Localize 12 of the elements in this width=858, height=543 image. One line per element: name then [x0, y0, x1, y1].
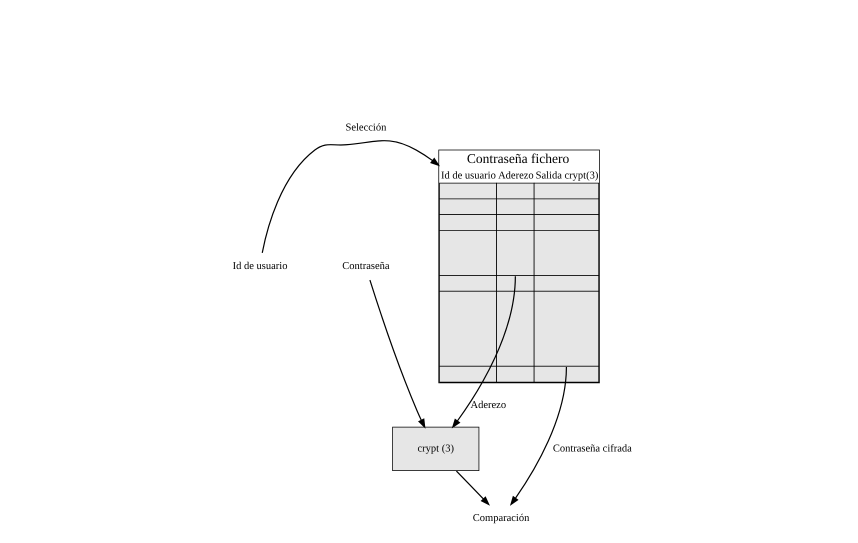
- node-text: Comparación: [472, 512, 530, 524]
- node-box: crypt (3): [392, 426, 480, 472]
- arrow: [510, 367, 568, 506]
- arrow: [262, 140, 440, 254]
- edge-label: Contraseña cifrada: [552, 444, 632, 455]
- arrow: [456, 470, 490, 506]
- arrow: [369, 280, 426, 429]
- edge-label: Selección: [346, 122, 386, 134]
- edge-label: Aderezo: [470, 400, 506, 411]
- node-text: Id de usuario: [232, 261, 288, 272]
- node-text: Contraseña: [342, 261, 390, 272]
- arrow: [452, 276, 516, 429]
